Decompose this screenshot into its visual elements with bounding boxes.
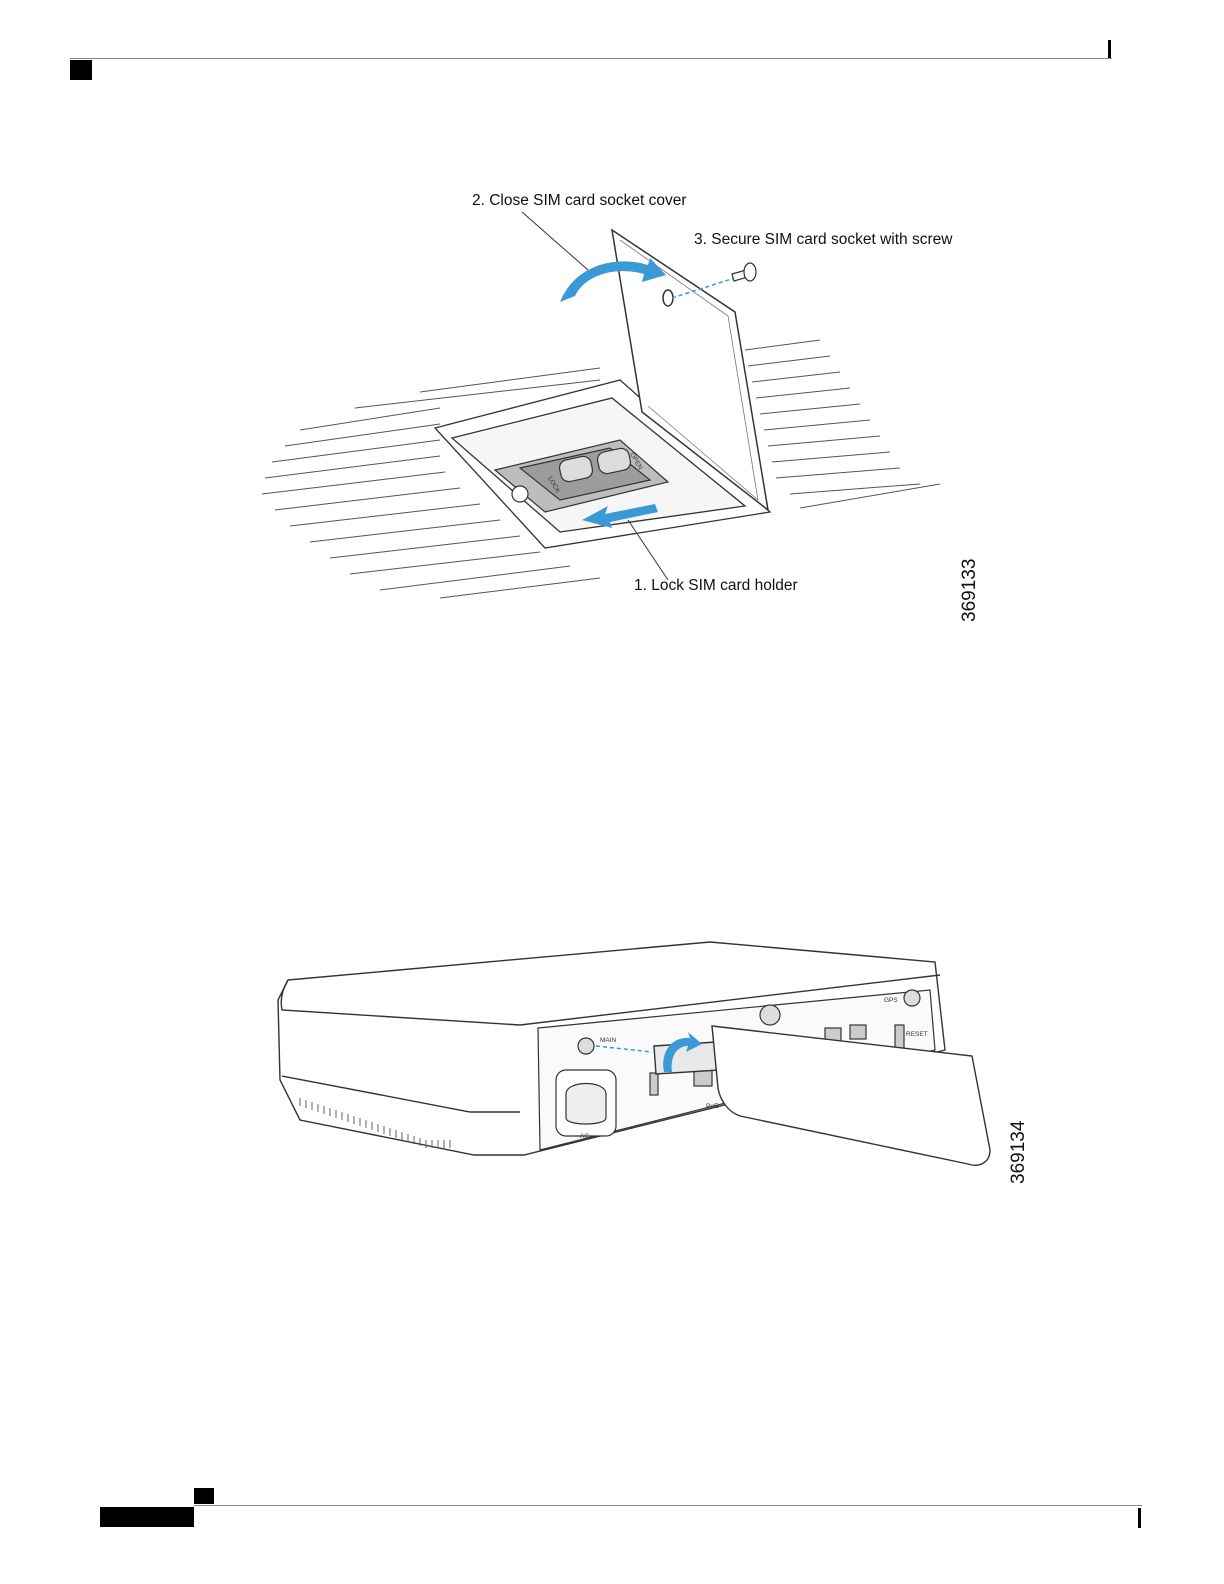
reset-label: RESET xyxy=(906,1031,928,1038)
sim-socket-figure: LOCK OPEN 2. Close SIM card socket cover… xyxy=(0,180,1224,640)
figure-number: 369133 xyxy=(959,559,980,622)
screw-icon xyxy=(732,263,756,281)
header-right-tick xyxy=(1108,40,1111,58)
footer-page-tab xyxy=(100,1507,194,1527)
footer-corner-mark xyxy=(194,1488,214,1504)
header-corner-mark xyxy=(70,60,92,80)
header-rule xyxy=(70,58,1112,59)
footer-right-tick xyxy=(1138,1508,1141,1528)
callout-secure-screw: 3. Secure SIM card socket with screw xyxy=(694,231,953,248)
gps-label: GPS xyxy=(884,997,898,1004)
figure-number: 369134 xyxy=(1008,1120,1029,1184)
poe-port-label: PoE xyxy=(706,1103,719,1110)
callout-lock-holder: 1. Lock SIM card holder xyxy=(634,577,798,594)
footer-rule xyxy=(194,1505,1142,1506)
antenna-figure: MAIN AC PoE RESET GPS 369134 xyxy=(0,930,1224,1190)
main-port-label: MAIN xyxy=(600,1037,617,1044)
main-antenna-connector xyxy=(578,1038,594,1054)
ac-port-label: AC xyxy=(580,1133,589,1140)
callout-close-cover: 2. Close SIM card socket cover xyxy=(472,192,687,209)
